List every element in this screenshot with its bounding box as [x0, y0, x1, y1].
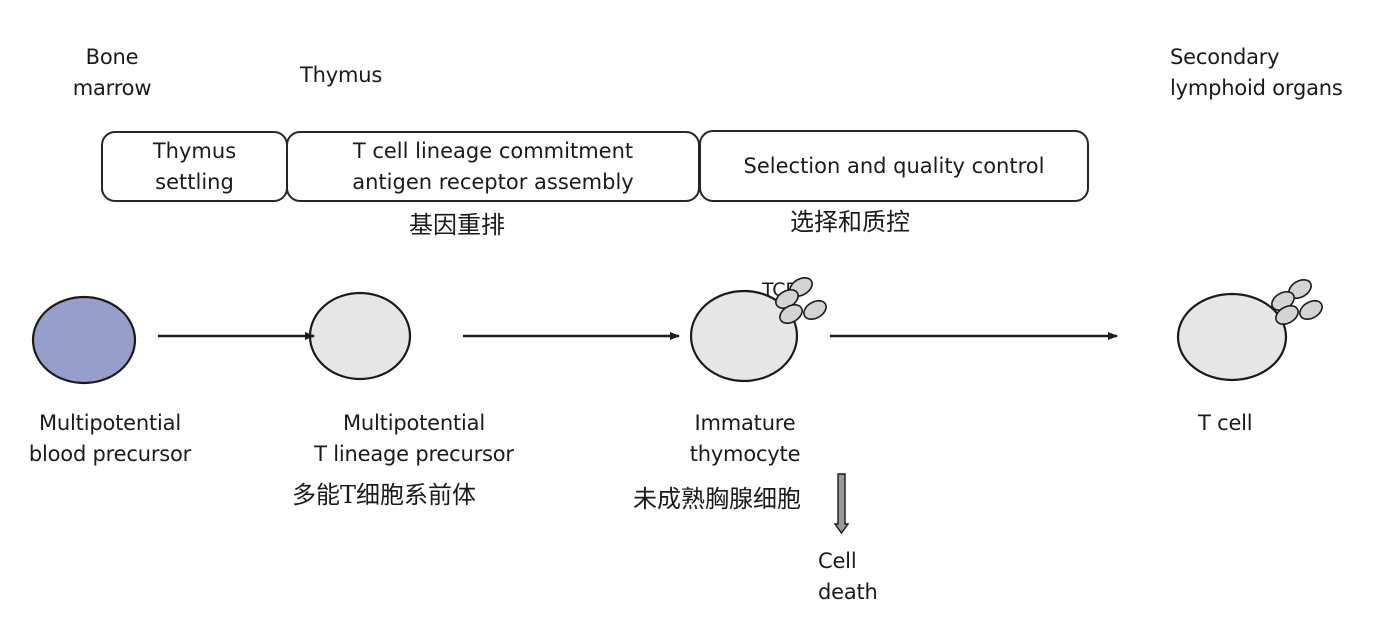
- stage-box-selection-quality-control: Selection and quality control: [699, 130, 1089, 202]
- arrow-to-cell-death: [833, 473, 850, 535]
- receptor: [779, 304, 803, 324]
- cell-label-immature-thymocyte: Immature thymocyte: [689, 411, 801, 466]
- cell-label-t-lineage-precursor: Multipotential T lineage precursor: [314, 411, 514, 466]
- cell-t-lineage-precursor: [308, 291, 412, 381]
- stage-box-lineage-commitment: T cell lineage commitment antigen recept…: [286, 131, 700, 202]
- stage-label: T cell lineage commitment antigen recept…: [352, 138, 634, 194]
- annotation-selection-qc-zh: 选择和质控: [790, 208, 910, 236]
- stage-label: Selection and quality control: [743, 153, 1045, 178]
- cell-death-label: Cell death: [818, 549, 878, 604]
- location-thymus: Thymus: [300, 63, 383, 87]
- cell-label-t-cell: T cell: [1198, 411, 1253, 435]
- receptor: [1299, 300, 1323, 320]
- stage-label: Thymus settling: [152, 138, 237, 194]
- cell-blood-precursor: [31, 295, 137, 385]
- cell-label-t-lineage-precursor-zh: 多能T细胞系前体: [292, 481, 477, 509]
- annotation-gene-rearrangement-zh: 基因重排: [409, 211, 505, 239]
- cell-label-immature-thymocyte-zh: 未成熟胸腺细胞: [633, 485, 801, 513]
- location-bone-marrow: Bone marrow: [72, 45, 152, 100]
- tcr-receptor-cluster: [775, 277, 827, 324]
- cell-immature-thymocyte: [689, 277, 827, 383]
- cell-t-cell: [1176, 279, 1323, 382]
- receptor: [1275, 305, 1299, 325]
- stage-box-thymus-settling: Thymus settling: [101, 131, 288, 202]
- cell-label-blood-precursor: Multipotential blood precursor: [28, 411, 192, 466]
- tcr-receptor-cluster: [1271, 279, 1323, 325]
- location-secondary-lymphoid-organs: Secondary lymphoid organs: [1170, 45, 1343, 100]
- receptor: [803, 300, 827, 320]
